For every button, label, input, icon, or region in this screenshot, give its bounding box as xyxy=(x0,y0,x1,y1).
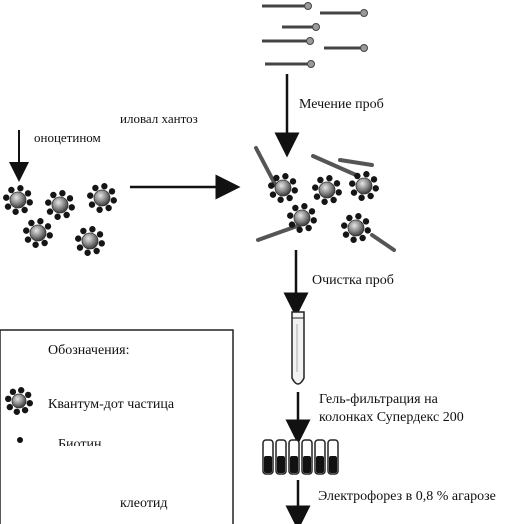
label-gel-filtration-1: Гель-фильтрация на xyxy=(319,392,438,407)
test-tube-icon xyxy=(291,311,305,385)
legend-title: Обозначения: xyxy=(48,343,130,358)
quantum-dot-icon xyxy=(45,190,75,220)
quantum-dot-icon xyxy=(87,183,117,213)
probe-oligos xyxy=(262,2,368,68)
quantum-dot-icon xyxy=(312,175,342,205)
label-labeling: Мечение проб xyxy=(299,97,384,112)
quantum-dot-icon xyxy=(75,226,105,256)
quantum-dot-icon xyxy=(23,218,53,248)
biotin-icon xyxy=(17,437,23,443)
quantum-dot-icon xyxy=(287,203,317,233)
legend-box xyxy=(0,329,234,524)
legend-icons xyxy=(5,387,33,443)
quantum-dot-icon xyxy=(349,171,379,201)
legend-item-biotin: Биотин xyxy=(58,437,102,446)
label-gel-filtration-2: колонках Супердекс 200 xyxy=(319,410,464,425)
legend-item-nucleotide: клеотид xyxy=(120,496,168,511)
quantum-dot-icon xyxy=(5,387,33,415)
quantum-dot-cluster xyxy=(3,171,379,256)
left-caption-line1: иловал хантоз xyxy=(120,111,198,126)
quantum-dot-icon xyxy=(341,213,371,243)
quantum-dot-icon xyxy=(268,173,298,203)
legend-item-quantum-dot: Квантум-дот частица xyxy=(48,397,175,412)
quantum-dot-icon xyxy=(3,185,33,215)
column-tubes-icon xyxy=(262,439,339,475)
left-caption-line2: оноцетином xyxy=(34,130,101,145)
label-electrophoresis: Электрофорез в 0,8 % агарозе xyxy=(318,489,496,504)
label-purification: Очистка проб xyxy=(312,273,394,288)
